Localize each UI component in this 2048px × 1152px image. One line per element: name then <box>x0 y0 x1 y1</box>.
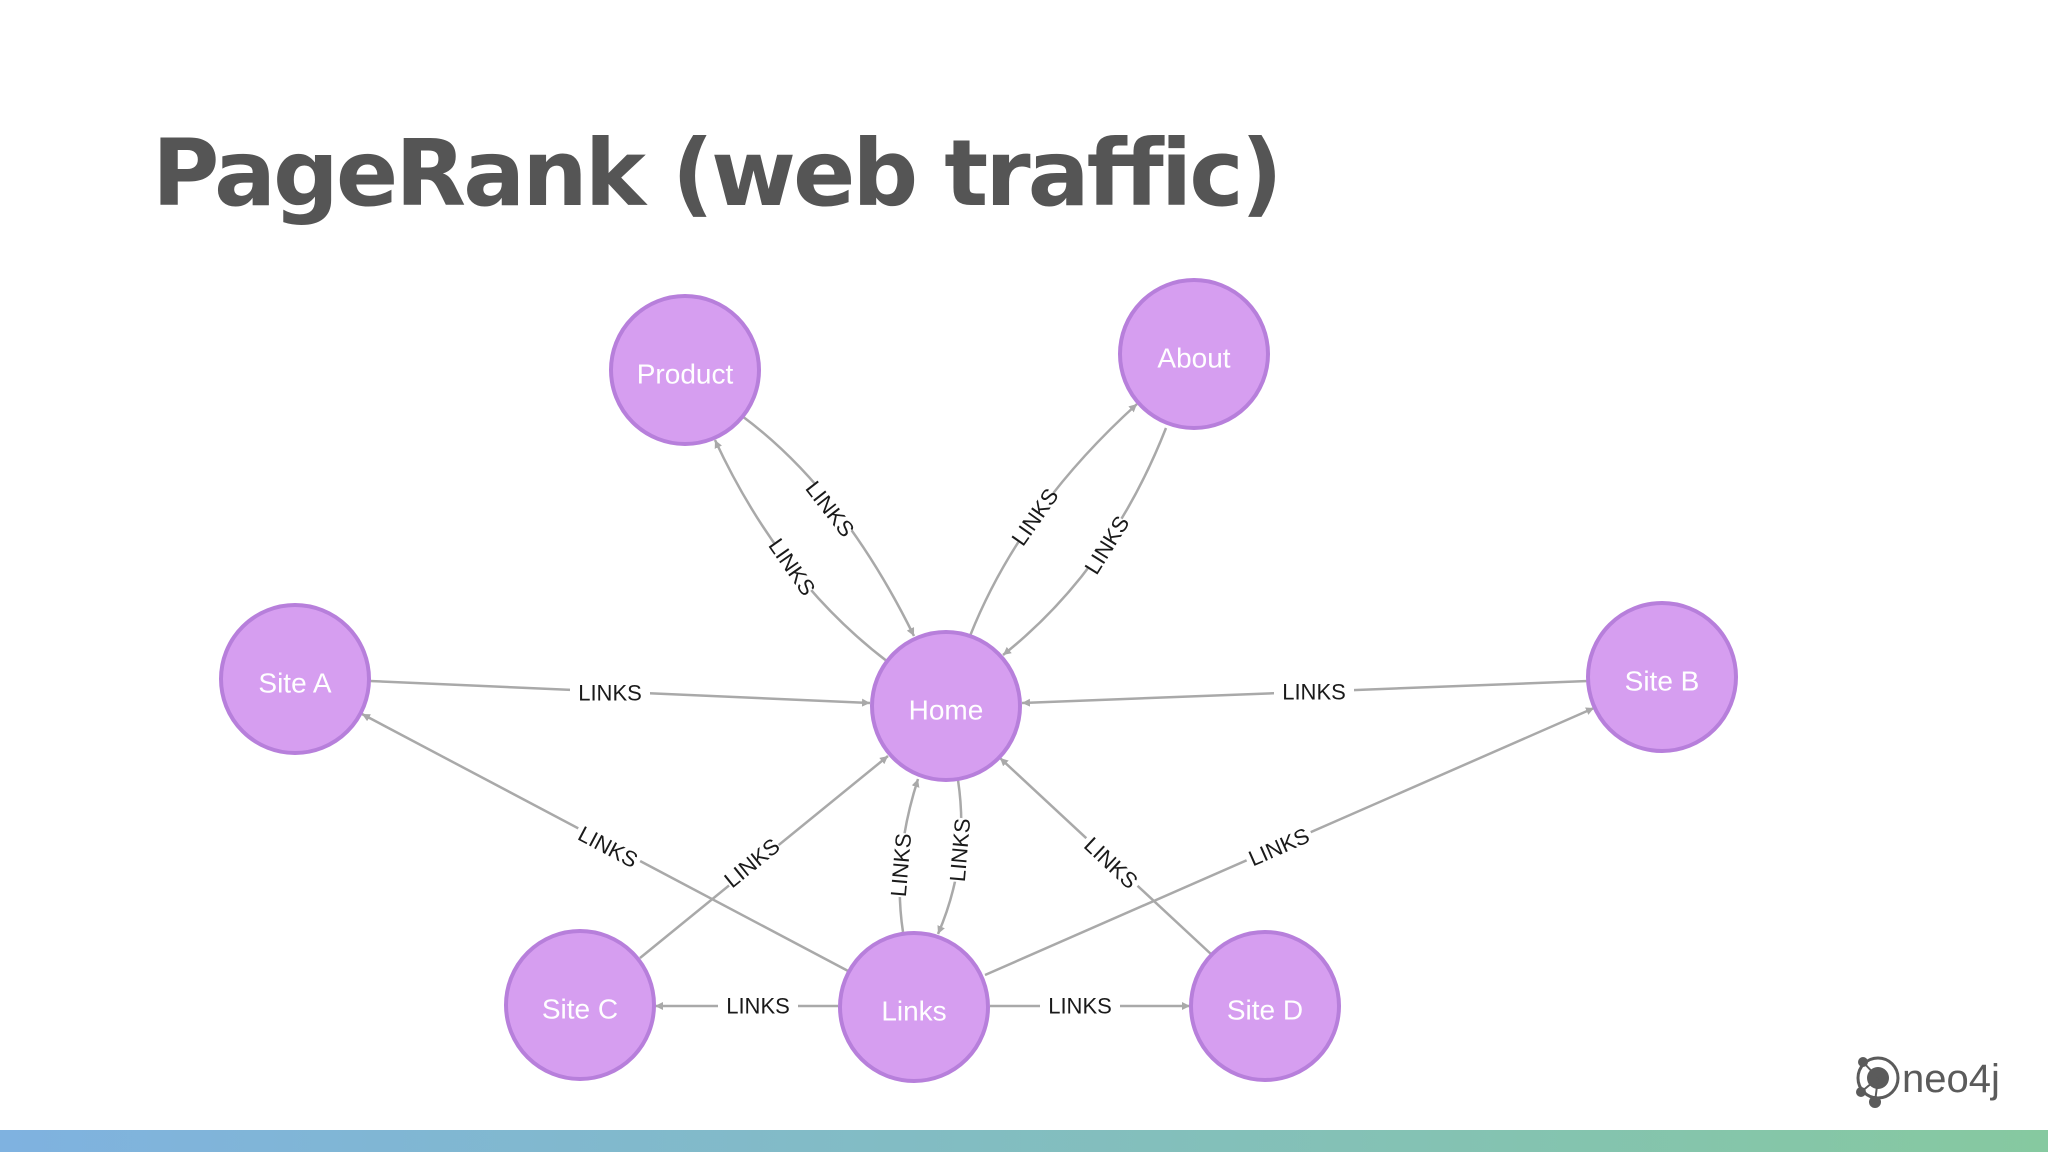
edge-label: LINKS <box>886 832 916 898</box>
node-site-d[interactable]: Site D <box>1189 930 1341 1082</box>
node-label: Home <box>909 695 984 726</box>
footer-gradient-bar <box>0 1130 2048 1152</box>
edge-links-to-sitec[interactable]: LINKS <box>655 994 838 1019</box>
edge-links-to-home[interactable]: LINKS <box>886 778 920 933</box>
slide-title: PageRank (web traffic) <box>152 120 1283 227</box>
edge-label: LINKS <box>1079 832 1143 894</box>
nodes-layer: Product About Site A Home Site B Site C … <box>219 278 1738 1083</box>
edge-siteb-to-home[interactable]: LINKS <box>1021 680 1589 707</box>
edge-label: LINKS <box>726 994 790 1019</box>
node-site-c[interactable]: Site C <box>504 929 656 1081</box>
edge-label: LINKS <box>1048 994 1112 1019</box>
edge-label: LINKS <box>1007 484 1064 550</box>
edge-label: LINKS <box>1245 823 1313 871</box>
edge-home-to-product[interactable]: LINKS <box>713 439 889 663</box>
node-label: Product <box>637 359 734 390</box>
edge-label: LINKS <box>801 476 860 542</box>
edge-home-to-links[interactable]: LINKS <box>936 779 975 935</box>
edge-links-to-sited[interactable]: LINKS <box>990 994 1190 1019</box>
edge-label: LINKS <box>574 821 642 873</box>
node-about[interactable]: About <box>1118 278 1270 430</box>
node-label: Site B <box>1625 666 1700 697</box>
neo4j-logo-icon <box>1856 1056 1900 1108</box>
node-home[interactable]: Home <box>870 630 1022 782</box>
node-label: About <box>1157 343 1230 374</box>
edge-sited-to-home[interactable]: LINKS <box>999 757 1213 956</box>
edge-sitea-to-home[interactable]: LINKS <box>369 679 871 707</box>
node-label: Site D <box>1227 995 1303 1026</box>
node-label: Site C <box>542 994 618 1025</box>
edge-label: LINKS <box>764 534 821 600</box>
node-label: Site A <box>258 668 331 699</box>
edge-label: LINKS <box>719 833 784 892</box>
neo4j-logo: neo4j <box>1850 1048 2030 1118</box>
node-site-a[interactable]: Site A <box>219 603 371 755</box>
edge-label: LINKS <box>1282 680 1346 705</box>
edge-product-to-home[interactable]: LINKS <box>741 414 916 637</box>
node-site-b[interactable]: Site B <box>1586 601 1738 753</box>
edge-label: LINKS <box>1080 511 1135 578</box>
node-product[interactable]: Product <box>609 294 761 446</box>
edge-label: LINKS <box>945 817 975 883</box>
node-links[interactable]: Links <box>838 931 990 1083</box>
edge-label: LINKS <box>578 681 642 706</box>
neo4j-logo-text: neo4j <box>1902 1057 2000 1101</box>
node-label: Links <box>881 996 946 1027</box>
